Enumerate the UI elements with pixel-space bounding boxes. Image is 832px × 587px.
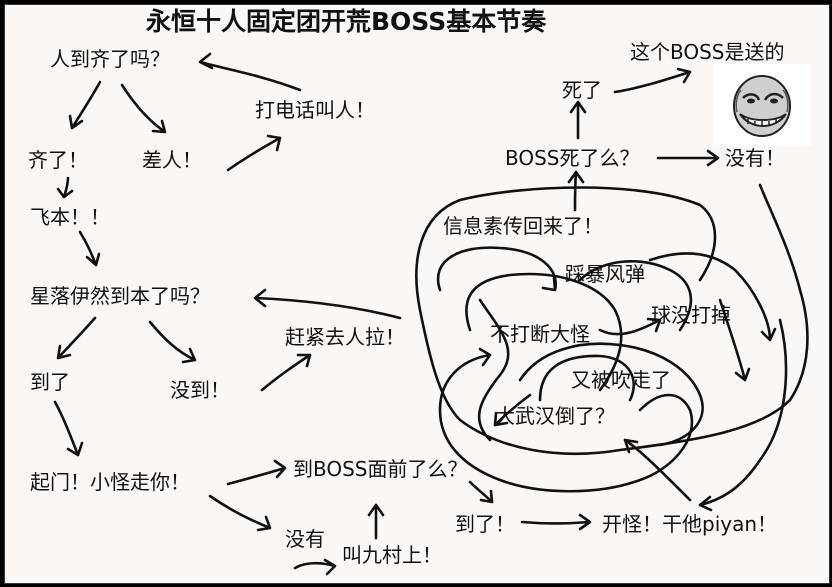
node-ball-not-killed: 球没打掉 xyxy=(651,303,731,327)
node-arrived1: 到了 xyxy=(30,370,70,394)
node-missing: 差人！ xyxy=(142,148,202,172)
node-all-here: 齐了！ xyxy=(28,148,88,172)
node-dawuhan-died: 大武汉倒了？ xyxy=(495,404,615,428)
node-no: 没有 xyxy=(285,527,325,551)
node-call-people: 打电话叫人！ xyxy=(255,98,375,122)
node-pull: 开怪！干他piyan！ xyxy=(602,512,778,536)
node-call-jiucun: 叫九村上！ xyxy=(342,543,442,567)
node-go-pull: 赶紧去人拉！ xyxy=(285,325,405,349)
node-everyone-here: 人到齐了吗？ xyxy=(50,47,170,71)
node-no-interrupt: 不打断大怪 xyxy=(490,322,590,346)
node-died: 死了 xyxy=(562,78,602,102)
node-not-dead: 没有！ xyxy=(725,146,785,170)
node-xingluo: 星落伊然到本了吗？ xyxy=(30,284,210,308)
node-boss-dead: BOSS死了么？ xyxy=(505,146,640,170)
troll-face-icon xyxy=(713,64,811,146)
node-start-trash: 起门！小怪走你！ xyxy=(30,470,190,494)
node-arrived2: 到了！ xyxy=(455,512,515,536)
node-fly-in: 飞本！！ xyxy=(30,205,110,229)
node-not-arrived: 没到！ xyxy=(170,378,230,402)
node-info-returned: 信息素传回来了！ xyxy=(443,214,603,238)
diagram-title: 永恒十人固定团开荒BOSS基本节奏 xyxy=(146,7,547,36)
node-stomp: 踩暴风弹 xyxy=(565,262,645,286)
node-boss-gift: 这个BOSS是送的 xyxy=(630,40,785,64)
node-blown-away: 又被吹走了 xyxy=(571,368,671,392)
node-at-boss: 到BOSS面前了么？ xyxy=(293,457,468,481)
